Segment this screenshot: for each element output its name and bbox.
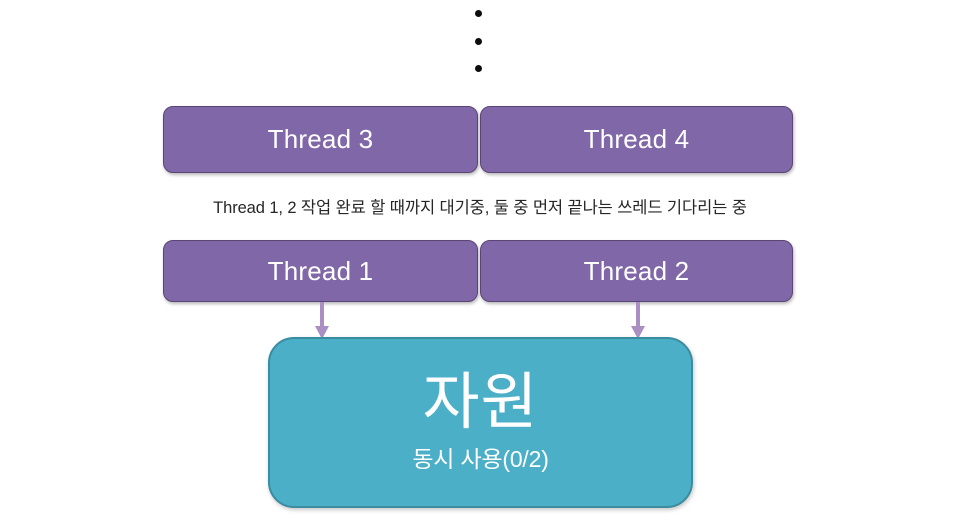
ellipsis-dot (474, 65, 482, 72)
arrow-head (315, 326, 329, 339)
arrow-head (631, 326, 645, 339)
thread-box-1[interactable]: Thread 1 (163, 240, 478, 302)
thread-box-3[interactable]: Thread 3 (163, 106, 478, 173)
vertical-ellipsis-icon (466, 10, 490, 72)
arrow-down-icon-thread1 (313, 302, 331, 339)
arrow-shaft (636, 302, 640, 328)
arrow-shaft (320, 302, 324, 328)
ellipsis-dot (474, 10, 482, 17)
resource-box[interactable]: 자원 동시 사용(0/2) (268, 337, 693, 508)
thread-box-2[interactable]: Thread 2 (480, 240, 793, 302)
waiting-caption: Thread 1, 2 작업 완료 할 때까지 대기중, 둘 중 먼저 끝나는 … (213, 199, 747, 217)
thread-row-lower: Thread 1 Thread 2 (163, 240, 793, 302)
thread-box-4[interactable]: Thread 4 (480, 106, 793, 173)
thread-row-upper: Thread 3 Thread 4 (163, 106, 793, 173)
resource-usage-label: 동시 사용(0/2) (412, 445, 549, 472)
arrow-down-icon-thread2 (629, 302, 647, 339)
ellipsis-dot (474, 37, 482, 45)
resource-title: 자원 (422, 367, 539, 437)
